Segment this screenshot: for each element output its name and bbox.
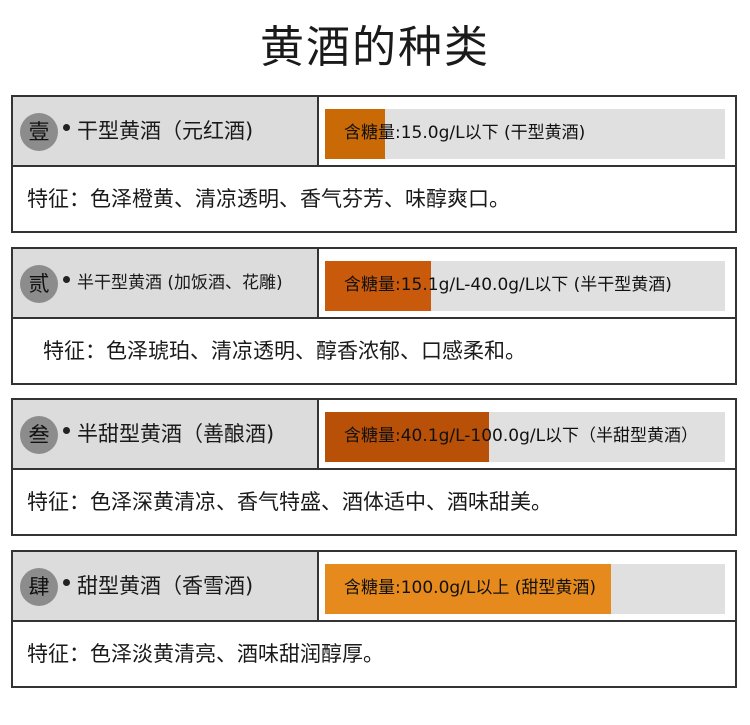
features-text: 特征：色泽深黄清凉、香气特盛、酒体适中、酒味甜美。 (27, 490, 552, 514)
features-text: 特征：色泽橙黄、清凉透明、香气芬芳、味醇爽口。 (27, 187, 510, 211)
bullet-dot-icon (63, 427, 70, 434)
wine-type-card-sweet: 肆 甜型黄酒（香雪酒) 含糖量:100.0g/L以上 (甜型黄酒) 特征：色泽淡… (11, 550, 737, 688)
bullet-dot-icon (63, 276, 70, 283)
features-text: 特征：色泽琥珀、清凉透明、醇香浓郁、口感柔和。 (43, 339, 526, 363)
card-header: 叁 半甜型黄酒（善酿酒) 含糖量:40.1g/L-100.0g/L以下（半甜型黄… (13, 400, 735, 470)
card-header: 肆 甜型黄酒（香雪酒) 含糖量:100.0g/L以上 (甜型黄酒) (13, 552, 735, 622)
wine-type-card-semi-dry: 贰 半干型黄酒 (加饭酒、花雕) 含糖量:15.1g/L-40.0g/L以下 (… (11, 247, 737, 385)
sugar-bar: 含糖量:15.1g/L-40.0g/L以下 (半干型黄酒) (325, 261, 725, 311)
sugar-content-text: 含糖量:40.1g/L-100.0g/L以下（半甜型黄酒） (344, 426, 699, 446)
sugar-content-text: 含糖量:100.0g/L以上 (甜型黄酒) (344, 578, 597, 598)
sugar-bar: 含糖量:100.0g/L以上 (甜型黄酒) (325, 564, 725, 614)
sugar-content-text: 含糖量:15.0g/L以下 (干型黄酒) (344, 123, 586, 143)
bullet-dot-icon (63, 124, 70, 131)
sugar-bar-fill (325, 109, 385, 159)
wine-type-card-dry: 壹 干型黄酒（元红酒) 含糖量:15.0g/L以下 (干型黄酒) 特征：色泽橙黄… (11, 95, 737, 233)
type-label-cell: 叁 半甜型黄酒（善酿酒) (13, 400, 319, 468)
sugar-bar: 含糖量:15.0g/L以下 (干型黄酒) (325, 109, 725, 159)
type-label-cell: 壹 干型黄酒（元红酒) (13, 97, 319, 165)
bullet-dot-icon (63, 579, 70, 586)
wine-type-card-semi-sweet: 叁 半甜型黄酒（善酿酒) 含糖量:40.1g/L-100.0g/L以下（半甜型黄… (11, 398, 737, 536)
type-label-cell: 贰 半干型黄酒 (加饭酒、花雕) (13, 249, 319, 317)
number-badge: 叁 (20, 416, 58, 454)
type-name: 干型黄酒（元红酒) (77, 119, 254, 143)
sugar-bar-fill (325, 564, 611, 614)
features-text: 特征：色泽淡黄清亮、酒味甜润醇厚。 (27, 642, 384, 666)
sugar-bar-fill (325, 412, 489, 462)
card-header: 贰 半干型黄酒 (加饭酒、花雕) 含糖量:15.1g/L-40.0g/L以下 (… (13, 249, 735, 319)
number-badge: 壹 (20, 113, 58, 151)
type-name: 半干型黄酒 (加饭酒、花雕) (77, 273, 283, 293)
number-badge: 肆 (20, 568, 58, 606)
type-name: 半甜型黄酒（善酿酒) (77, 422, 275, 446)
sugar-bar: 含糖量:40.1g/L-100.0g/L以下（半甜型黄酒） (325, 412, 725, 462)
page-title: 黄酒的种类 (260, 22, 490, 73)
sugar-content-text: 含糖量:15.1g/L-40.0g/L以下 (半干型黄酒) (344, 275, 672, 295)
card-header: 壹 干型黄酒（元红酒) 含糖量:15.0g/L以下 (干型黄酒) (13, 97, 735, 167)
type-label-cell: 肆 甜型黄酒（香雪酒) (13, 552, 319, 620)
sugar-bar-fill (325, 261, 431, 311)
type-name: 甜型黄酒（香雪酒) (77, 574, 254, 598)
number-badge: 贰 (20, 265, 58, 303)
